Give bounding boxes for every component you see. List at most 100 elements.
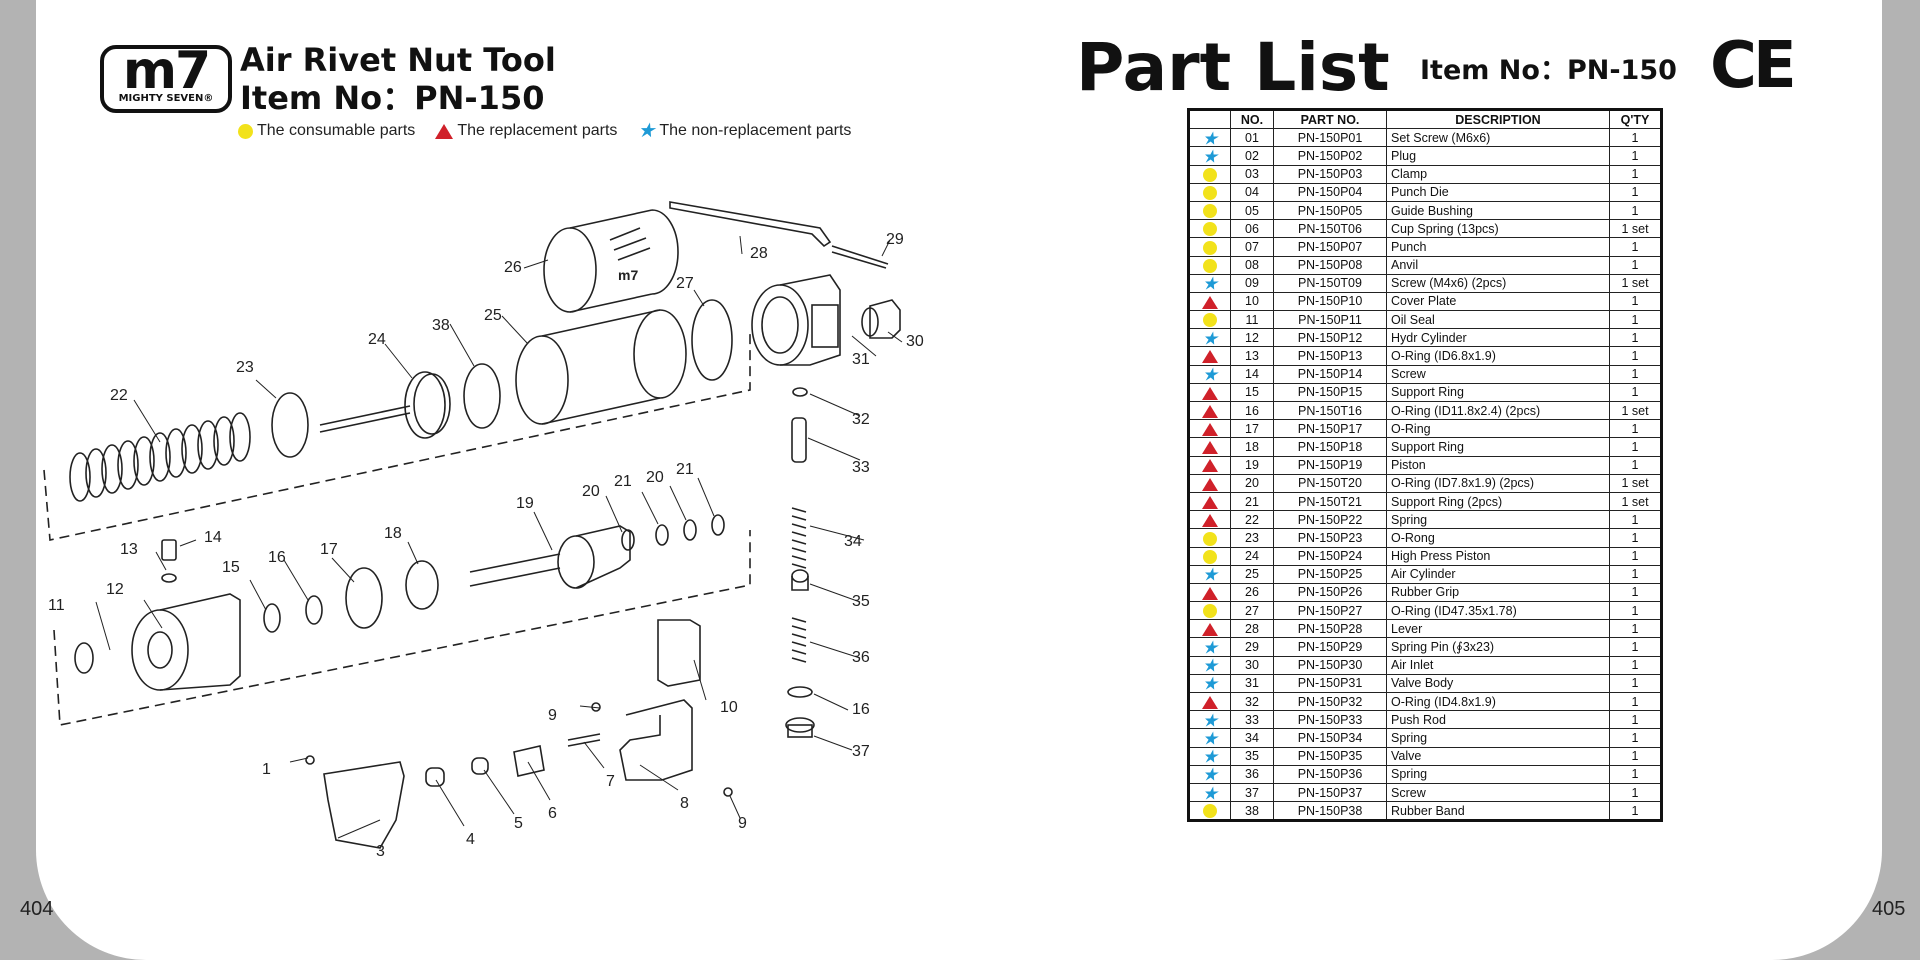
part-number-cell: 16	[1230, 400, 1274, 421]
red-triangle-icon	[1202, 623, 1218, 637]
col-symbol	[1188, 108, 1231, 130]
quantity-cell: 1 set	[1609, 219, 1662, 239]
part-type-cell: ★	[1188, 364, 1231, 384]
blue-star-icon: ★	[1201, 783, 1219, 804]
part-code-cell: PN-150P14	[1273, 364, 1387, 384]
tool-name: Air Rivet Nut Tool	[240, 41, 556, 79]
part-type-cell	[1188, 510, 1231, 530]
callout-30: 30	[906, 333, 924, 350]
red-triangle-icon	[1202, 586, 1218, 600]
quantity-cell: 1	[1609, 237, 1662, 257]
quantity-cell: 1	[1609, 455, 1662, 475]
part-type-cell	[1188, 619, 1231, 639]
description-cell: Screw	[1386, 782, 1610, 803]
part-number-cell: 09	[1230, 273, 1274, 293]
blue-star-icon: ★	[1201, 728, 1219, 749]
callout-12: 12	[106, 581, 124, 598]
description-cell: O-Ring (ID6.8x1.9)	[1386, 346, 1610, 366]
part-type-cell	[1188, 455, 1231, 475]
part-type-cell	[1188, 219, 1231, 239]
callout-16b: 16	[852, 701, 870, 718]
part-number-cell: 03	[1230, 164, 1274, 184]
blue-star-icon: ★	[1201, 655, 1219, 676]
description-cell: Cover Plate	[1386, 291, 1610, 312]
part-type-cell	[1188, 164, 1231, 184]
description-cell: Lever	[1386, 619, 1610, 639]
left-page-number: 404	[20, 898, 54, 920]
callout-9a: 9	[548, 707, 557, 724]
part-code-cell: PN-150P32	[1273, 691, 1387, 712]
part-number-cell: 28	[1230, 619, 1274, 639]
description-cell: O-Ring (ID11.8x2.4) (2pcs)	[1386, 400, 1610, 421]
part-code-cell: PN-150P35	[1273, 746, 1387, 766]
blue-star-icon: ★	[1201, 564, 1219, 585]
quantity-cell: 1	[1609, 546, 1662, 566]
quantity-cell: 1	[1609, 655, 1662, 675]
part-type-cell	[1188, 691, 1231, 712]
quantity-cell: 1	[1609, 801, 1662, 822]
quantity-cell: 1	[1609, 382, 1662, 403]
callout-10: 10	[720, 699, 738, 716]
part-type-cell: ★	[1188, 128, 1231, 147]
quantity-cell: 1	[1609, 637, 1662, 657]
callout-4: 4	[466, 831, 475, 848]
description-cell: Spring	[1386, 728, 1610, 748]
description-cell: Screw (M4x6) (2pcs)	[1386, 273, 1610, 293]
yellow-circle-icon	[238, 123, 253, 139]
quantity-cell: 1 set	[1609, 400, 1662, 421]
description-cell: Oil Seal	[1386, 310, 1610, 330]
part-code-cell: PN-150P04	[1273, 182, 1387, 202]
part-type-cell: ★	[1188, 710, 1231, 729]
part-code-cell: PN-150P17	[1273, 419, 1387, 439]
callout-31: 31	[852, 351, 870, 368]
blue-star-icon: ★	[637, 120, 656, 142]
callout-29: 29	[886, 231, 904, 248]
part-type-cell	[1188, 419, 1231, 439]
blue-star-icon: ★	[1201, 328, 1219, 349]
description-cell: Support Ring	[1386, 382, 1610, 403]
blue-star-icon: ★	[1201, 765, 1219, 786]
svg-text:m7: m7	[618, 267, 638, 283]
red-triangle-icon	[1202, 495, 1218, 509]
quantity-cell: 1 set	[1609, 273, 1662, 293]
part-number-cell: 11	[1230, 310, 1274, 330]
quantity-cell: 1 set	[1609, 491, 1662, 512]
callout-11: 11	[48, 597, 65, 614]
callout-9b: 9	[738, 815, 747, 832]
part-number-cell: 29	[1230, 637, 1274, 657]
callout-35: 35	[852, 593, 870, 610]
part-code-cell: PN-150P07	[1273, 237, 1387, 257]
part-number-cell: 01	[1230, 128, 1274, 148]
part-type-cell	[1188, 491, 1231, 512]
part-number-cell: 12	[1230, 328, 1274, 348]
part-code-cell: PN-150P03	[1273, 164, 1387, 184]
tool-item-no: Item No：PN-150	[240, 79, 545, 117]
part-code-cell: PN-150P29	[1273, 637, 1387, 657]
ce-mark: CE	[1710, 29, 1797, 103]
quantity-cell: 1	[1609, 619, 1662, 639]
description-cell: Guide Bushing	[1386, 200, 1610, 221]
part-number-cell: 18	[1230, 437, 1274, 457]
part-type-cell	[1188, 182, 1231, 202]
blue-star-icon: ★	[1201, 637, 1219, 658]
spring-part	[69, 412, 251, 502]
blue-star-icon: ★	[1201, 146, 1219, 167]
part-code-cell: PN-150P36	[1273, 764, 1387, 784]
red-triangle-icon	[1202, 513, 1218, 527]
description-cell: Anvil	[1386, 255, 1610, 275]
part-type-cell	[1188, 291, 1231, 312]
part-number-cell: 30	[1230, 655, 1274, 675]
callout-13: 13	[120, 541, 138, 558]
part-number-cell: 15	[1230, 382, 1274, 403]
quantity-cell: 1	[1609, 200, 1662, 221]
description-cell: Air Inlet	[1386, 655, 1610, 675]
